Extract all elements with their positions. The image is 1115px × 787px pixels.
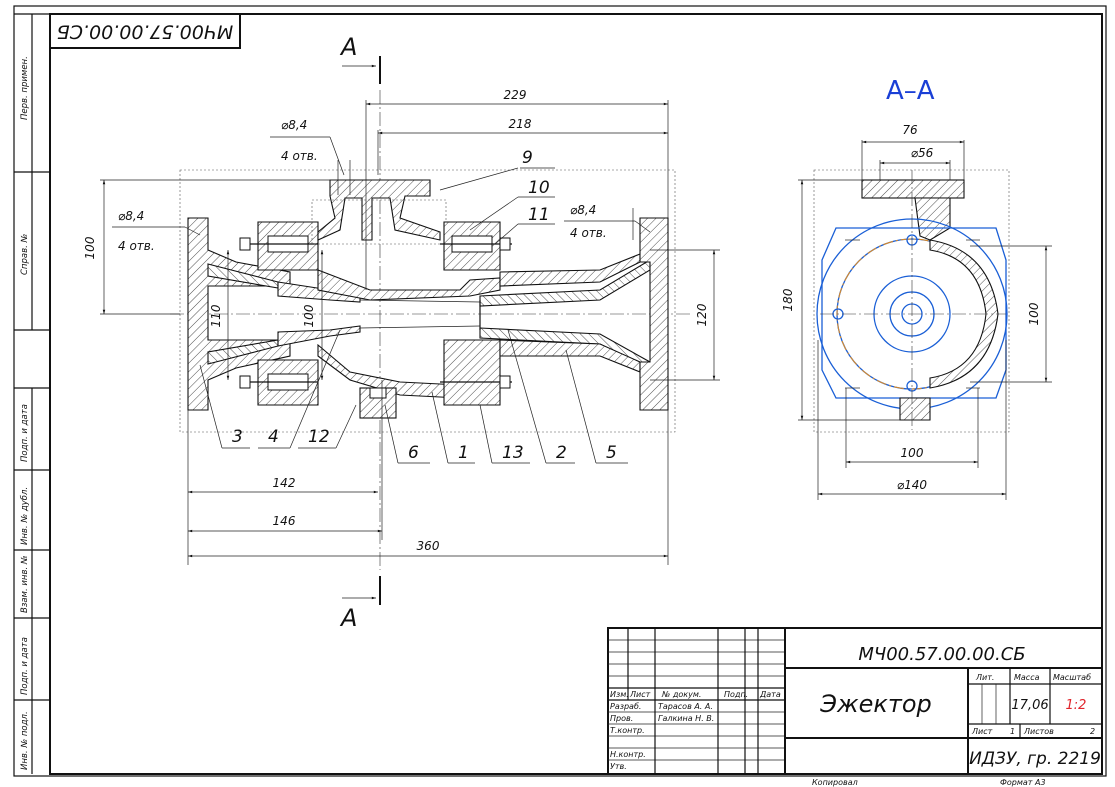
side-column-label: Взам. инв. №: [20, 555, 30, 613]
side-column-label: Подп. и дата: [20, 637, 30, 695]
inverted-stamp: МЧ00.57.00.00.СБ: [49, 13, 241, 49]
hole-count: 4 отв.: [118, 239, 155, 253]
front-view-dimensions: 229 218 ⌀8,4 4 отв. ⌀8,4 4 отв. ⌀8,4 4 о…: [83, 88, 720, 565]
section-letter: А: [339, 33, 357, 61]
section-view-dimensions: 76 ⌀56 180 100 100 ⌀140: [781, 123, 1052, 500]
hole-label: ⌀8,4: [281, 118, 307, 132]
copied-label: Копировал: [812, 778, 858, 787]
section-marker-top: А: [339, 33, 381, 84]
dim-142: 142: [273, 476, 296, 490]
name-razrab: Тарасов А. А.: [658, 702, 713, 711]
side-columns: Перв. примен. Справ. № Подп. и дата Инв.…: [20, 56, 30, 770]
scale-value: 1:2: [1066, 698, 1087, 713]
hole-count: 4 отв.: [281, 149, 318, 163]
side-column-label: Справ. №: [20, 233, 30, 275]
position-10: 10: [528, 178, 550, 198]
scale-label: Масштаб: [1053, 673, 1091, 682]
side-column-label: Подп. и дата: [20, 404, 30, 462]
hole-label: ⌀8,4: [570, 203, 596, 217]
position-12: 12: [308, 427, 330, 447]
lit-label: Лит.: [975, 673, 994, 682]
org-name: ИДЗУ, гр. 2219: [969, 749, 1101, 769]
mass-value: 17,06: [1011, 698, 1048, 713]
sheets-number: 2: [1090, 727, 1095, 736]
title-block-text: МЧ00.57.00.00.СБ Эжектор ИДЗУ, гр. 2219 …: [610, 644, 1101, 771]
position-4: 4: [268, 427, 279, 447]
title-block: [607, 627, 1103, 775]
dim-120: 120: [695, 303, 709, 326]
dim-146: 146: [273, 514, 296, 528]
role-nkontr: Н.контр.: [610, 750, 646, 759]
side-column-label: Инв. № подл.: [20, 711, 30, 770]
dim-d56: ⌀56: [911, 146, 934, 160]
role-razrab: Разраб.: [610, 702, 641, 711]
footer: Копировал Формат А3: [812, 778, 1046, 787]
side-column-label: Перв. примен.: [20, 56, 30, 120]
sheets-label: Листов: [1023, 727, 1054, 736]
mass-label: Масса: [1014, 673, 1040, 682]
role-prov: Пров.: [610, 714, 633, 723]
position-11: 11: [528, 205, 550, 225]
dim-100-vertical: 100: [1027, 302, 1041, 325]
document-code: МЧ00.57.00.00.СБ: [858, 644, 1025, 665]
front-view-section: [170, 169, 690, 433]
section-letter: А: [339, 604, 357, 632]
role-utv: Утв.: [610, 762, 627, 771]
position-3: 3: [232, 427, 243, 447]
dim-110: 110: [209, 304, 223, 327]
role-tkontr: Т.контр.: [610, 726, 645, 735]
dim-360: 360: [417, 539, 440, 553]
head-list: Лист: [629, 690, 651, 699]
sheet-number: 1: [1010, 727, 1015, 736]
product-name: Эжектор: [819, 690, 932, 718]
section-view-aa: А–А: [813, 76, 1010, 433]
head-date: Дата: [759, 690, 781, 699]
dim-100-horizontal: 100: [901, 446, 924, 460]
section-title: А–А: [886, 76, 935, 106]
dim-76: 76: [902, 123, 918, 137]
hole-label: ⌀8,4: [118, 209, 144, 223]
name-prov: Галкина Н. В.: [658, 714, 714, 723]
position-2: 2: [556, 443, 567, 463]
position-5: 5: [606, 443, 617, 463]
dim-100: 100: [83, 236, 97, 259]
sheet-label: Лист: [971, 727, 993, 736]
inverted-stamp-code: МЧ00.57.00.00.СБ: [57, 21, 234, 43]
head-doc: № докум.: [661, 690, 701, 699]
section-marker-bottom: А: [339, 576, 381, 632]
position-9: 9: [522, 148, 533, 168]
head-izm: Изм.: [610, 690, 629, 699]
dim-218: 218: [509, 117, 532, 131]
dim-d140: ⌀140: [897, 478, 927, 492]
drawing-frame: [13, 5, 1107, 777]
position-1: 1: [458, 443, 469, 463]
dim-180: 180: [781, 288, 795, 311]
side-column-label: Инв. № дубл.: [20, 487, 30, 545]
position-13: 13: [502, 443, 524, 463]
position-callouts: 9 10 11 3 4 12 6 1 13 2 5: [199, 148, 628, 464]
hole-count: 4 отв.: [570, 226, 607, 240]
dim-100-inner: 100: [302, 304, 316, 327]
position-6: 6: [408, 443, 419, 463]
dim-229: 229: [504, 88, 527, 102]
format-label: Формат А3: [1000, 778, 1046, 787]
head-podp: Подп.: [724, 690, 748, 699]
